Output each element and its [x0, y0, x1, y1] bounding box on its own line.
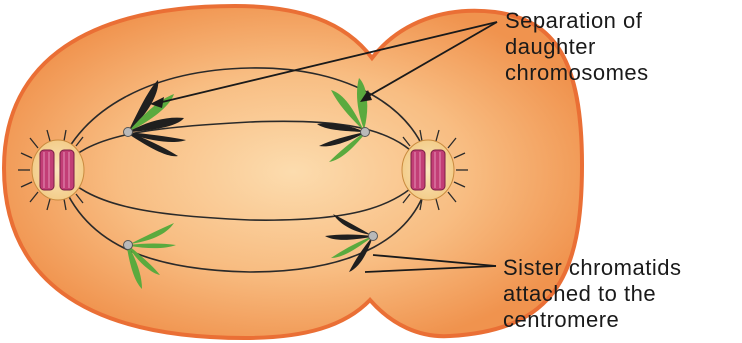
label-sister-chromatids: Sister chromatids attached to the centro… [503, 255, 681, 333]
label-line: Sister chromatids [503, 255, 681, 281]
label-line: centromere [503, 307, 681, 333]
label-line: Separation of [505, 8, 649, 34]
cell-membrane [4, 6, 582, 338]
label-line: attached to the [503, 281, 681, 307]
label-separation-of-daughter-chromosomes: Separation of daughter chromosomes [505, 8, 649, 86]
label-line: daughter [505, 34, 649, 60]
label-line: chromosomes [505, 60, 649, 86]
